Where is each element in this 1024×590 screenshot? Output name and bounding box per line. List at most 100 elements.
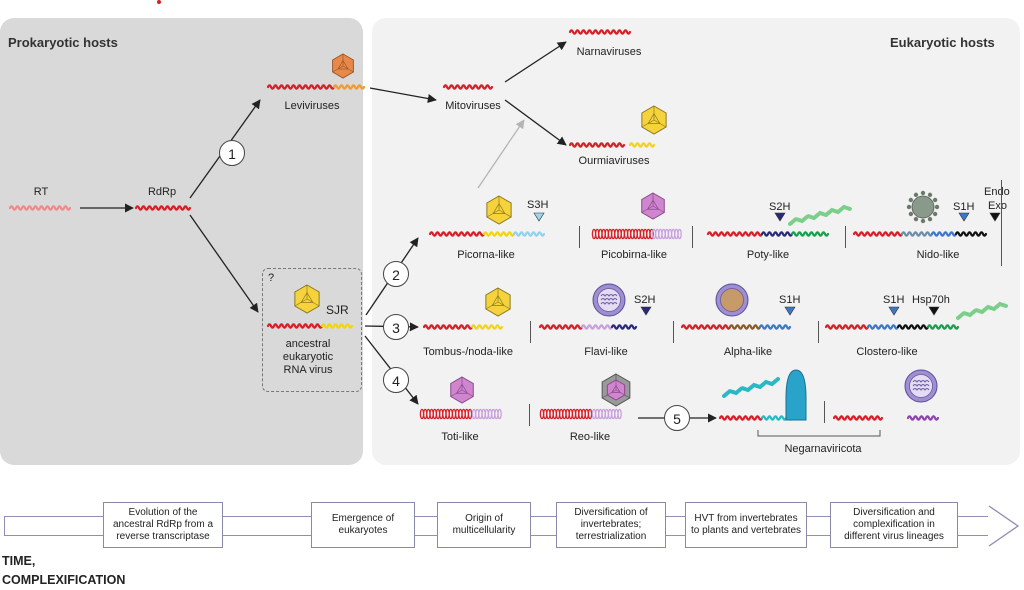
separator xyxy=(824,401,826,423)
flavi-like-label: Flavi-like xyxy=(584,346,628,358)
timeline-stage: Emergence of eukaryotes xyxy=(311,502,415,548)
rna-segment xyxy=(954,231,988,237)
rna-segment xyxy=(900,231,934,237)
rna-segment xyxy=(580,324,614,330)
tombus-capsid-icon xyxy=(485,287,511,317)
rna-segment xyxy=(926,324,960,330)
flavi-virion-icon xyxy=(592,283,626,317)
picobirna-capsid-icon xyxy=(641,192,665,220)
ourmiaviruses-label: Ourmiaviruses xyxy=(578,155,650,167)
rna-segment xyxy=(906,415,940,421)
step-3-marker: 3 xyxy=(383,314,409,340)
tombus-noda-like-label: Tombus-/noda-like xyxy=(423,346,513,358)
flow-arrow xyxy=(504,41,567,83)
s2h-poty-domain-label: S2H xyxy=(769,201,791,213)
rna-segment xyxy=(332,84,366,90)
s3h-domain-label: S3H xyxy=(527,199,549,211)
rna-segment xyxy=(8,205,72,211)
rna-segment xyxy=(680,324,732,330)
rna-segment xyxy=(628,142,656,148)
rna-segment xyxy=(134,205,192,211)
alpha-virion-icon xyxy=(715,283,749,317)
negarnavirus-virion-icon xyxy=(904,369,938,403)
levivirus-capsid-icon xyxy=(332,53,354,79)
step-2-marker: 2 xyxy=(383,261,409,287)
nido-virion-icon xyxy=(906,190,940,224)
separator xyxy=(692,226,694,248)
timeline-stage: Evolution of the ancestral RdRp from a r… xyxy=(103,502,223,548)
separator xyxy=(1001,180,1003,266)
time-axis-label-line2: COMPLEXIFICATION xyxy=(2,573,126,587)
exo-domain-label: Exo xyxy=(988,200,1007,212)
bullet-virion-icon xyxy=(785,369,807,421)
ourmiavirus-capsid-icon xyxy=(641,105,667,135)
timeline-stage: Origin of multicellularity xyxy=(437,502,531,548)
step-5-marker: 5 xyxy=(664,405,690,431)
s1h-alpha-marker-icon xyxy=(784,306,796,316)
separator xyxy=(579,226,581,248)
poty-filament-icon xyxy=(788,204,852,226)
dsrna-segment xyxy=(617,408,622,420)
poty-like-label: Poty-like xyxy=(746,249,790,261)
s1h-alpha-domain-label: S1H xyxy=(779,294,801,306)
narnaviruses-label: Narnaviruses xyxy=(576,46,642,58)
toti-capsid-icon xyxy=(450,376,474,404)
endo-exo-marker-icon xyxy=(989,212,1001,222)
s1h-clostero-marker-icon xyxy=(888,306,900,316)
ancestral-virus-capsid-icon xyxy=(294,284,320,314)
rna-segment xyxy=(718,415,764,421)
negarnavirus-filament-icon xyxy=(722,377,780,398)
negarnaviricota-bracket xyxy=(757,430,881,437)
dsrna-segment xyxy=(649,228,654,240)
mitoviruses-label: Mitoviruses xyxy=(445,100,501,112)
rna-segment xyxy=(568,29,632,35)
prokaryotic-hosts-panel xyxy=(0,18,363,465)
virion-icons xyxy=(294,53,1008,421)
rna-segment xyxy=(728,324,762,330)
rna-segment xyxy=(482,231,516,237)
separator xyxy=(845,226,847,248)
flow-arrow xyxy=(189,214,259,313)
separator xyxy=(673,321,675,343)
reo-like-label: Reo-like xyxy=(569,431,611,443)
clostero-filament-icon xyxy=(956,301,1008,320)
rna-segment xyxy=(790,231,830,237)
rna-segment xyxy=(832,415,884,421)
hsp70h-marker-icon xyxy=(928,306,940,316)
separator xyxy=(818,321,820,343)
timeline-stage: Diversification and complexification in … xyxy=(830,502,958,548)
timeline-stage: HVT from invertebrates to plants and ver… xyxy=(685,502,807,548)
dsrna-segment xyxy=(497,408,502,420)
s2h-flavi-marker-icon xyxy=(640,306,652,316)
step-4-marker: 4 xyxy=(383,367,409,393)
dsrna-segment xyxy=(677,228,682,240)
flow-arrow xyxy=(369,87,437,104)
s1h-nido-domain-label: S1H xyxy=(953,201,975,213)
rdrp-label: RdRp xyxy=(147,186,177,198)
picorna-capsid-icon xyxy=(486,195,512,225)
hsp70h-domain-label: Hsp70h xyxy=(912,294,950,306)
rna-segment xyxy=(930,231,958,237)
alpha-like-label: Alpha-like xyxy=(723,346,773,358)
negarnaviricota-label: Negarnaviricota xyxy=(784,443,862,455)
rna-segment xyxy=(538,324,584,330)
eukaryotic-hosts-header: Eukaryotic hosts xyxy=(890,35,995,50)
step-1-marker: 1 xyxy=(219,140,245,166)
sjr-label: SJR xyxy=(326,303,349,317)
rna-segment xyxy=(512,231,546,237)
rna-segment xyxy=(266,323,324,329)
flow-arrow xyxy=(504,99,567,146)
rna-segment xyxy=(568,142,626,148)
time-axis-label: TIME, COMPLEXIFICATION xyxy=(2,552,125,590)
endo-domain-label: Endo xyxy=(984,186,1010,198)
clostero-like-label: Clostero-like xyxy=(856,346,918,358)
uncertain-mark: ? xyxy=(268,272,275,284)
s2h-flavi-domain-label: S2H xyxy=(634,294,656,306)
rna-segment xyxy=(266,84,336,90)
toti-like-label: Toti-like xyxy=(441,431,479,443)
rna-segment xyxy=(422,324,474,330)
dsrna-segment xyxy=(587,408,593,420)
s1h-clostero-domain-label: S1H xyxy=(883,294,905,306)
ancestral-virus-box xyxy=(262,268,362,392)
